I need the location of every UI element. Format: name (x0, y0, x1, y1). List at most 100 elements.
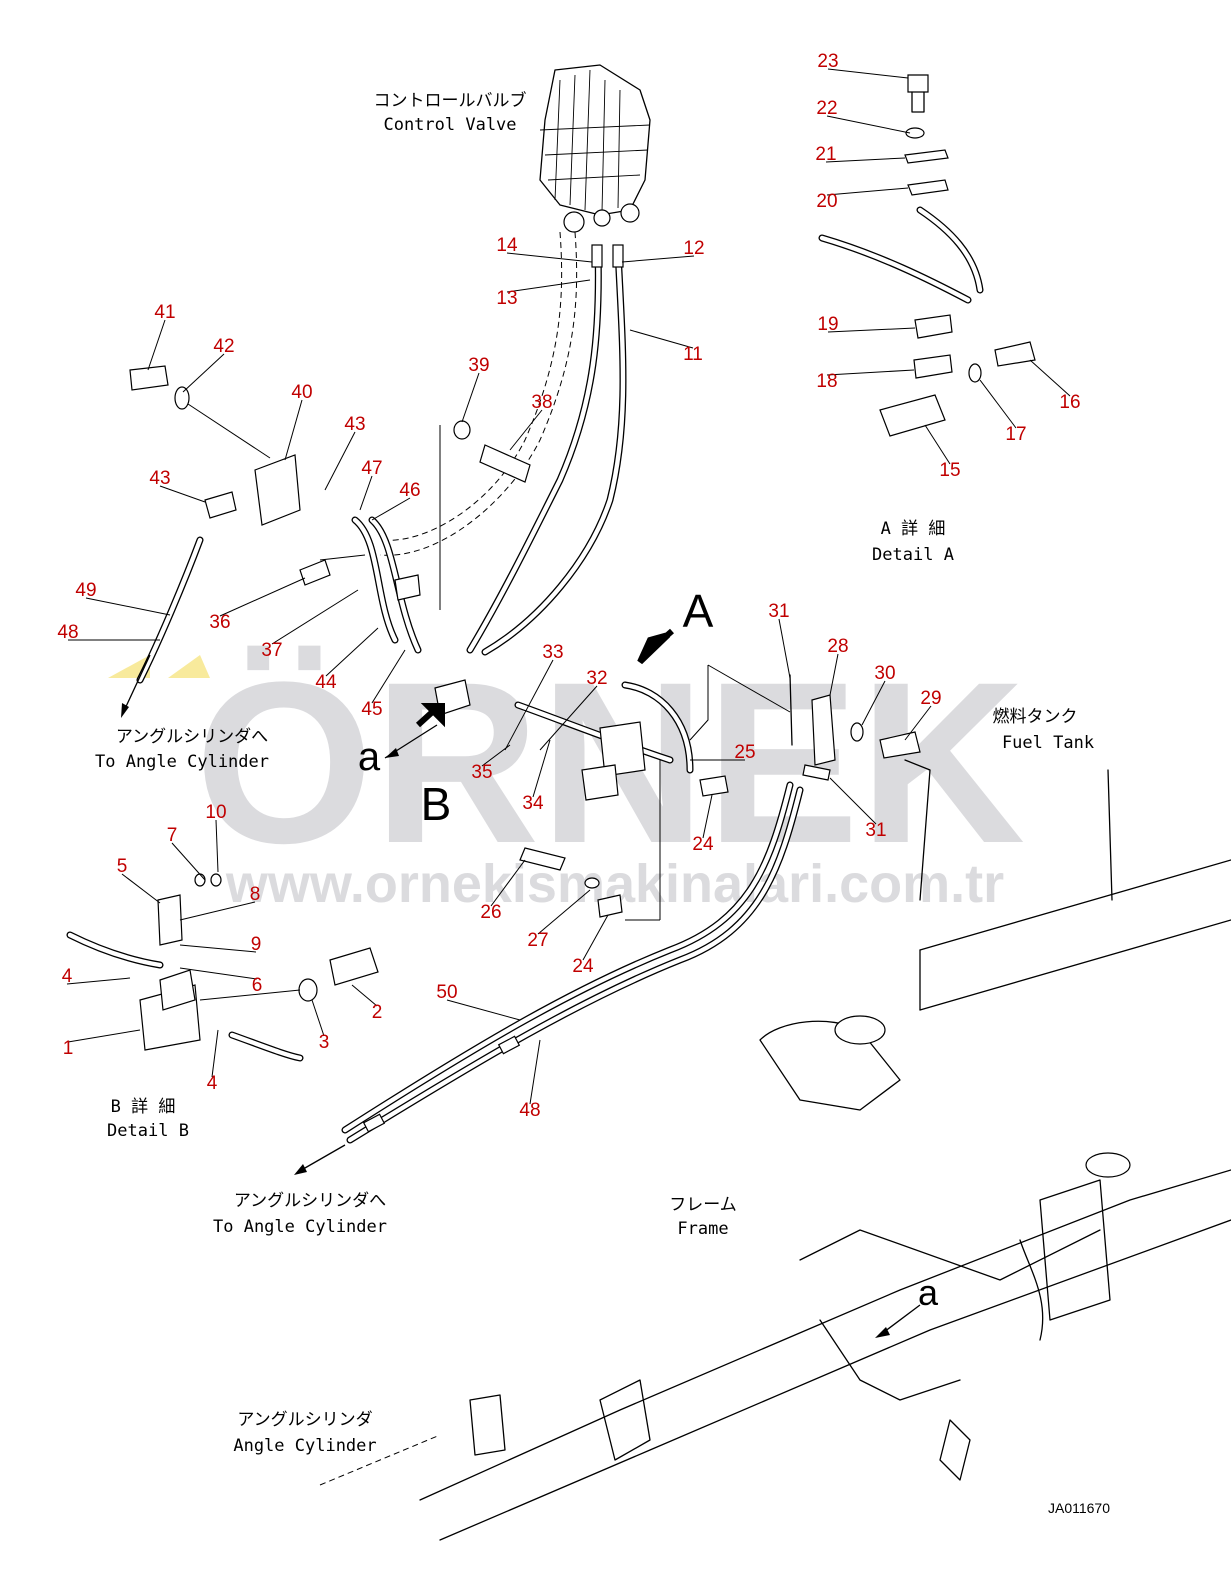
callout-leader-46 (371, 497, 411, 521)
callout-number-24: 24 (572, 956, 594, 977)
callout-leader-21 (825, 157, 906, 163)
callout-leader-42 (182, 353, 225, 393)
callout-number-17: 17 (1005, 424, 1026, 445)
detail-b-label-jp: B 詳 細 (111, 1097, 176, 1117)
frame-label-en: Frame (677, 1219, 728, 1239)
callout-leader-12 (621, 255, 695, 263)
text-labels: コントロールバルブ Control Valve A 詳 細 Detail A B… (95, 90, 1110, 1516)
callout-number-33: 33 (542, 642, 563, 663)
callout-leader-22 (826, 115, 911, 134)
to-angle-cylinder-1-en: To Angle Cylinder (95, 752, 269, 772)
callout-leader-24 (702, 794, 713, 839)
callout-leader-31 (778, 618, 791, 679)
callout-number-31: 31 (865, 820, 886, 841)
callout-number-47: 47 (361, 458, 382, 479)
callout-number-8: 8 (250, 884, 261, 905)
callout-leader-26 (490, 859, 526, 907)
callout-leader-14 (506, 252, 593, 263)
callout-leader-16 (1029, 359, 1071, 397)
callout-number-35: 35 (471, 762, 492, 783)
callout-leader-48 (529, 1039, 541, 1105)
callout-number-7: 7 (167, 825, 178, 846)
callout-number-12: 12 (683, 238, 704, 259)
callout-leader-2 (351, 984, 378, 1007)
watermark-accent (108, 655, 210, 678)
callout-number-21: 21 (815, 144, 836, 165)
callout-leader-18 (826, 369, 915, 376)
callout-leader-37 (271, 589, 359, 645)
callout-number-14: 14 (496, 235, 518, 256)
detail-b-label-en: Detail B (107, 1121, 189, 1141)
callout-number-30: 30 (874, 663, 895, 684)
callout-number-39: 39 (468, 355, 489, 376)
callout-leader-34 (532, 739, 551, 798)
callout-number-5: 5 (117, 856, 128, 877)
detail-a-label-jp: A 詳 細 (881, 519, 946, 539)
fuel-tank-label-en: Fuel Tank (1002, 733, 1094, 753)
callout-number-40: 40 (291, 382, 312, 403)
callout-leader-32 (539, 685, 598, 751)
callout-number-48: 48 (57, 622, 78, 643)
callout-number-36: 36 (209, 612, 230, 633)
callout-leader-7 (171, 842, 206, 881)
callout-number-9: 9 (251, 934, 262, 955)
callout-leader-44 (325, 627, 379, 677)
fuel-tank-parts (789, 674, 921, 781)
callout-leader-9 (179, 944, 257, 953)
callout-leader-38 (509, 409, 543, 451)
callout-number-43: 43 (149, 468, 170, 489)
callout-number-25: 25 (734, 742, 755, 763)
callout-leader-28 (829, 653, 839, 696)
leader-lines (66, 68, 1071, 1105)
callout-number-11: 11 (683, 344, 703, 365)
callout-number-41: 41 (154, 302, 175, 323)
callout-number-20: 20 (816, 191, 837, 212)
callout-number-43: 43 (344, 414, 365, 435)
callout-number-13: 13 (496, 288, 517, 309)
callout-leader-29 (904, 705, 932, 741)
callout-leader-4 (211, 1029, 219, 1078)
view-b-arrow (415, 702, 445, 728)
callout-number-27: 27 (527, 930, 548, 951)
fuel-tank-label-jp: 燃料タンク (993, 707, 1078, 727)
callout-leader-36 (219, 577, 306, 617)
callout-leader-13 (506, 279, 591, 293)
callout-number-32: 32 (586, 668, 607, 689)
drawing-code: JA011670 (1048, 1500, 1110, 1516)
callout-number-37: 37 (261, 640, 282, 661)
callout-leader-31 (829, 777, 877, 825)
frame-view-a-letter: a (918, 1272, 939, 1313)
angle-cylinder-label-en: Angle Cylinder (233, 1436, 376, 1456)
callout-number-34: 34 (522, 793, 544, 814)
callout-leader-39 (461, 372, 480, 423)
long-hose (341, 781, 804, 1144)
callout-leader-43 (324, 431, 356, 491)
center-assembly (129, 365, 531, 716)
view-a-upper-letter: A (683, 585, 714, 637)
callout-leader-24 (582, 914, 609, 961)
callout-leader-33 (504, 659, 554, 751)
to-angle-cylinder-2-en: To Angle Cylinder (213, 1217, 387, 1237)
angle-cylinder-label-jp: アングルシリンダ (237, 1410, 372, 1430)
detail-a-label-en: Detail A (872, 545, 954, 565)
detail-b (66, 873, 379, 1062)
callout-leader-17 (979, 379, 1017, 429)
callout-number-4: 4 (62, 966, 73, 987)
callout-leader-30 (861, 680, 886, 726)
callout-leader-23 (827, 68, 909, 79)
callouts: 1234456789101112131415161718192021222324… (57, 51, 1080, 1121)
to-angle-cylinder-2-jp: アングルシリンダへ (234, 1191, 386, 1211)
callout-number-3: 3 (319, 1032, 330, 1053)
callout-number-15: 15 (939, 460, 960, 481)
callout-number-49: 49 (75, 580, 96, 601)
callout-number-31: 31 (768, 601, 789, 622)
view-a-arrow (637, 628, 674, 665)
callout-number-2: 2 (372, 1002, 383, 1023)
callout-number-24: 24 (692, 834, 714, 855)
view-a-lower-letter: a (358, 735, 381, 779)
callout-leader-6 (179, 967, 258, 980)
callout-number-16: 16 (1059, 392, 1080, 413)
callout-number-10: 10 (205, 802, 226, 823)
